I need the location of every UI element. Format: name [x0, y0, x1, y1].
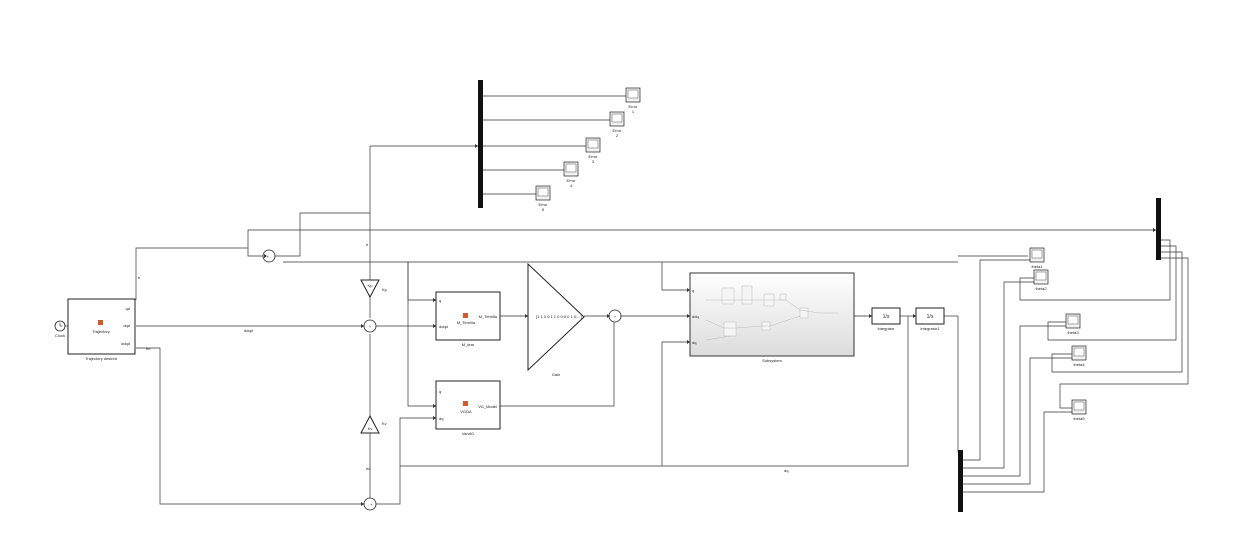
svg-text:+: +	[614, 314, 617, 319]
svg-text:Error: Error	[613, 128, 623, 133]
vg-model-port-out: VG_Model	[478, 404, 497, 409]
scope-theta-5[interactable]: theta5	[1071, 399, 1087, 421]
subsystem-port-dq: dq	[692, 340, 696, 345]
svg-text:theta3: theta3	[1067, 330, 1079, 335]
subsystem-block[interactable]: q ddq dq Subsystem	[689, 272, 855, 363]
m-model-port-out: M_Ternilla	[479, 314, 498, 319]
error-scopes: Error 1 Error 2 Error 3 Error 4 Error 5	[535, 87, 641, 212]
svg-text:5: 5	[542, 207, 545, 212]
signal-label-ed2: ed	[366, 466, 370, 471]
integrator-caption: Integrator	[877, 326, 895, 331]
gain-kv-text: Kv	[368, 426, 373, 431]
gain-matrix-caption: Gain	[552, 372, 560, 377]
m-model-caption: M_tear	[462, 342, 475, 347]
gain-kv-port: Kv	[382, 421, 387, 426]
trajectory-port-ddqd: ddqd	[121, 341, 130, 346]
gain-kp-port: Kp	[382, 287, 388, 292]
scope-error-2[interactable]: Error 2	[609, 111, 625, 138]
scope-error-4[interactable]: Error 4	[563, 161, 579, 188]
vg-model-port-dq: dq	[439, 416, 443, 421]
vg-model-port-q: q	[439, 389, 441, 394]
svg-text:+ -: + -	[267, 254, 272, 259]
arrow-heads	[264, 144, 1156, 506]
svg-text:Error: Error	[539, 202, 549, 207]
vg-model-block[interactable]: VGDA VG_Model q dq VandG	[435, 380, 501, 436]
sum-block-main[interactable]: +	[363, 319, 377, 333]
trajectory-caption: Trajectory desired	[85, 356, 117, 361]
theta-scopes: theta1 theta2 theta3 theta4 theta5	[1029, 247, 1087, 421]
scope-error-1[interactable]: Error 1	[625, 87, 641, 114]
integrator1-caption: Integrator1	[920, 326, 940, 331]
integrator-block[interactable]: 1/s Integrator	[871, 307, 901, 331]
svg-text:theta4: theta4	[1073, 362, 1085, 367]
svg-text:2: 2	[616, 133, 619, 138]
feedback-label-dq: dq	[784, 468, 788, 473]
subsystem-caption: Subsystem	[762, 358, 782, 363]
scope-theta-1[interactable]: theta1	[1029, 247, 1045, 269]
subsystem-preview	[705, 285, 838, 341]
trajectory-port-dqd: dqd	[123, 323, 130, 328]
svg-text:theta5: theta5	[1073, 416, 1085, 421]
trajectory-block[interactable]: Trajectory qd dqd ddqd Trajectory desire…	[67, 298, 136, 361]
svg-text:4: 4	[570, 183, 573, 188]
sum-block-torque[interactable]: +	[608, 309, 622, 323]
signal-label-ddqd: ddqd	[244, 328, 253, 333]
m-model-inner: M_Ternilla	[457, 320, 476, 325]
scope-theta-3[interactable]: theta3	[1065, 313, 1081, 335]
trajectory-port-qd: qd	[126, 306, 130, 311]
signal-wires	[135, 95, 1189, 505]
svg-text:Error: Error	[589, 154, 599, 159]
m-model-port-q: q	[439, 298, 441, 303]
scope-theta-2[interactable]: theta2	[1033, 269, 1049, 291]
sum-block-error[interactable]: + -	[262, 249, 276, 263]
integrator-symbol: 1/s	[883, 314, 890, 320]
theta-mux-bus-upper[interactable]	[1156, 198, 1161, 260]
matlab-function-icon	[463, 401, 468, 406]
svg-text:+: +	[369, 324, 372, 329]
signal-label-ed: ed	[146, 346, 150, 351]
scope-error-3[interactable]: Error 3	[585, 137, 601, 164]
matlab-function-icon	[98, 320, 103, 325]
integrator1-symbol: 1/s	[927, 314, 934, 320]
scope-error-5[interactable]: Error 5	[535, 185, 551, 212]
svg-text:Error: Error	[629, 104, 639, 109]
svg-text:theta1: theta1	[1031, 264, 1043, 269]
m-model-block[interactable]: M_Ternilla M_Ternilla q ddqd M_tear	[435, 291, 501, 347]
sum-block-derivative[interactable]: - +	[363, 497, 377, 511]
matlab-function-icon	[463, 313, 468, 318]
vg-model-inner: VGDA	[460, 409, 472, 414]
gain-kv-block[interactable]: Kv Kv	[360, 414, 387, 434]
scope-theta-4[interactable]: theta4	[1071, 345, 1087, 367]
integrator1-block[interactable]: 1/s Integrator1	[915, 307, 945, 331]
m-model-port-ddq: ddqd	[439, 324, 448, 329]
clock-label: Clock	[55, 333, 65, 338]
subsystem-port-ddq: ddq	[692, 314, 699, 319]
svg-text:- +: - +	[368, 502, 373, 507]
gain-matrix-block[interactable]: [1 1 0 0;1 1 0 0;0 0 1 0;...] Gain	[527, 262, 585, 377]
signal-label-e: e	[138, 275, 141, 280]
gain-kp-text: Kp	[368, 283, 374, 288]
signal-label-e2: e	[366, 242, 369, 247]
vg-model-caption: VandG	[462, 431, 474, 436]
clock-block[interactable]: Clock	[54, 320, 66, 338]
svg-text:1: 1	[632, 109, 635, 114]
subsystem-port-q: q	[692, 288, 694, 293]
gain-matrix-text: [1 1 0 0;1 1 0 0;0 0 1 0;...]	[536, 314, 582, 319]
svg-text:Error: Error	[567, 178, 577, 183]
gain-kp-block[interactable]: Kp Kp	[360, 279, 388, 299]
theta-mux-bus-lower[interactable]	[958, 450, 963, 512]
trajectory-inner-label: Trajectory	[92, 329, 110, 334]
error-mux-bus[interactable]	[478, 80, 483, 208]
svg-text:3: 3	[592, 159, 595, 164]
svg-text:theta2: theta2	[1035, 286, 1047, 291]
